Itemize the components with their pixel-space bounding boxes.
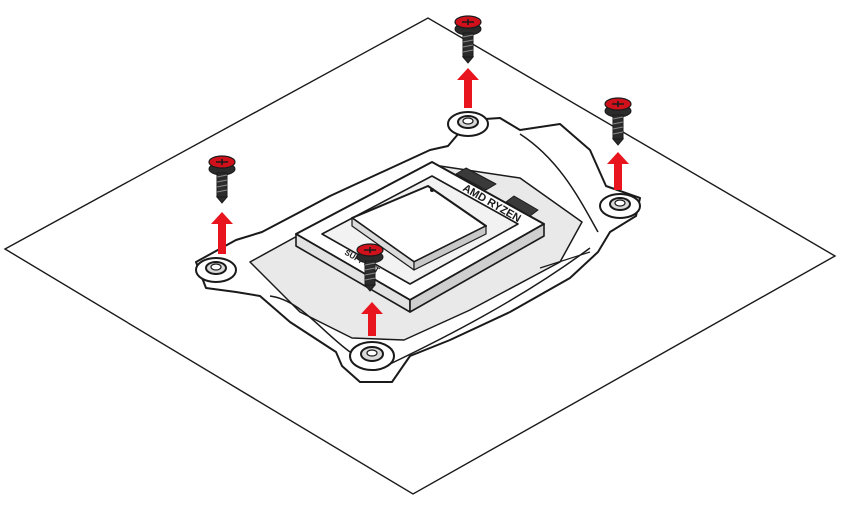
arrow-group: [211, 68, 629, 336]
mounting-post-front: [349, 341, 395, 371]
mounting-post-right: [599, 193, 641, 219]
up-arrow-front-icon: [361, 302, 383, 336]
screw-group: [208, 15, 632, 292]
screw-front-icon: [356, 243, 384, 292]
mounting-post-top: [447, 111, 489, 137]
up-arrow-top-icon: [457, 68, 479, 108]
screw-top-icon: [454, 15, 482, 64]
screw-right-icon: [604, 97, 632, 146]
up-arrow-left-icon: [211, 212, 233, 254]
mounting-post-left: [195, 257, 237, 283]
screw-left-icon: [208, 155, 236, 204]
up-arrow-right-icon: [607, 152, 629, 190]
